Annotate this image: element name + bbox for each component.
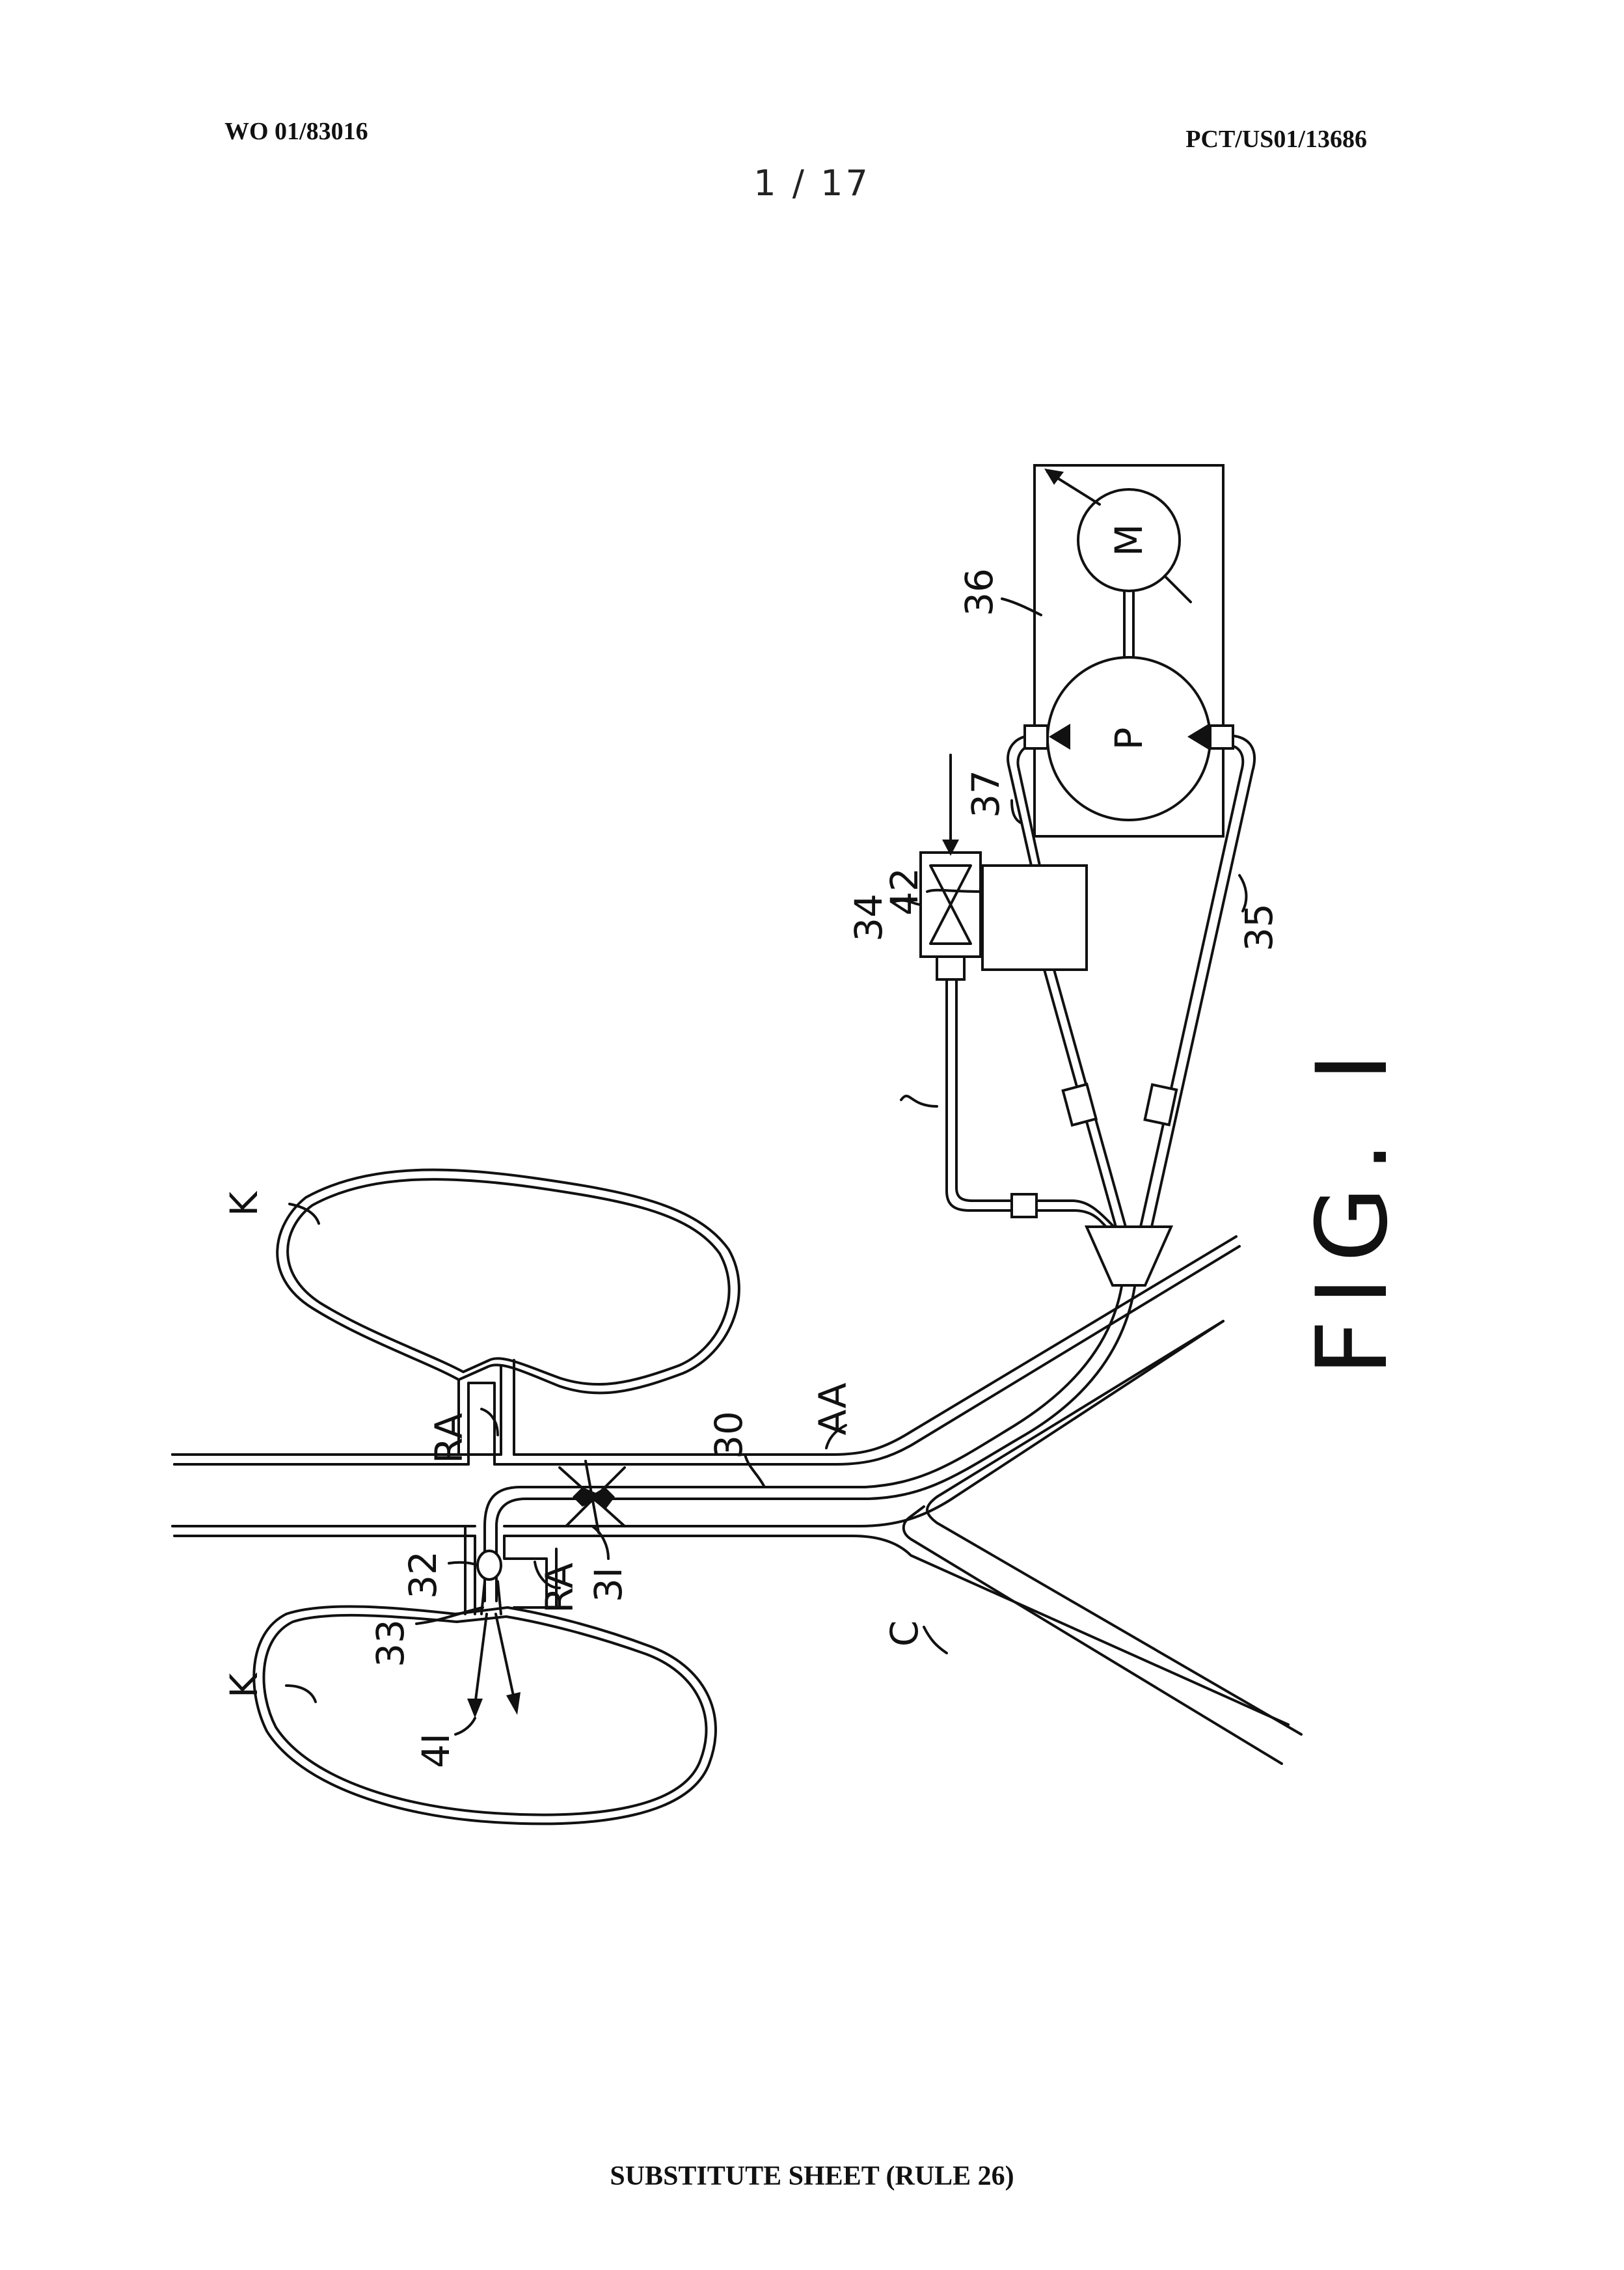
valve-outlet: [937, 957, 964, 979]
outlet-arrows: [467, 1614, 521, 1718]
label-catheter: 30: [707, 1411, 751, 1459]
balloon: [478, 1551, 501, 1579]
label-supply-line: 37: [964, 770, 1008, 818]
label-renal-artery-lower: RA: [537, 1563, 582, 1613]
label-balloon: 32: [401, 1551, 445, 1599]
label-unit-42: 42: [882, 868, 927, 916]
label-motor: M: [1107, 524, 1151, 556]
kidney-upper-inner: [288, 1179, 729, 1384]
occluder-cross: [560, 1461, 625, 1533]
supply-line-connector: [1063, 1084, 1096, 1125]
return-line-inner: [1141, 745, 1243, 1227]
motor-arrowhead: [1044, 469, 1064, 485]
label-renal-artery-upper: RA: [427, 1413, 471, 1464]
return-line-connector: [1145, 1085, 1177, 1125]
y-connector: [1087, 1227, 1171, 1285]
label-outlet-arrows: 4I: [414, 1733, 458, 1768]
kidney-lower: [254, 1606, 716, 1824]
valve-line-connector: [1012, 1194, 1036, 1217]
pump-outlet-port: [1210, 726, 1233, 748]
figure-caption: FIG. I: [1296, 1039, 1409, 1376]
bifurcation-inner: [927, 1321, 1301, 1734]
renal-artery-upper-stub: [501, 1360, 514, 1455]
label-vena-cava: C: [882, 1620, 927, 1647]
label-occluder: 3I: [586, 1567, 630, 1602]
unit-42: [982, 866, 1087, 970]
label-return-line: 35: [1237, 903, 1281, 951]
motor-tick: [1165, 576, 1191, 602]
pump-motor-shaft: [1124, 591, 1133, 657]
footer-text: SUBSTITUTE SHEET (RULE 26): [0, 2161, 1624, 2192]
label-kidney-lower: K: [222, 1672, 266, 1698]
pump-inlet-port: [1025, 726, 1048, 748]
label-pump-housing: 36: [957, 568, 1001, 616]
label-pump: P: [1107, 728, 1151, 750]
label-kidney-upper: K: [222, 1190, 266, 1216]
label-aorta: AA: [811, 1382, 855, 1435]
label-catheter-tip: 33: [368, 1619, 413, 1667]
vena-cava-outer: [904, 1507, 1282, 1764]
